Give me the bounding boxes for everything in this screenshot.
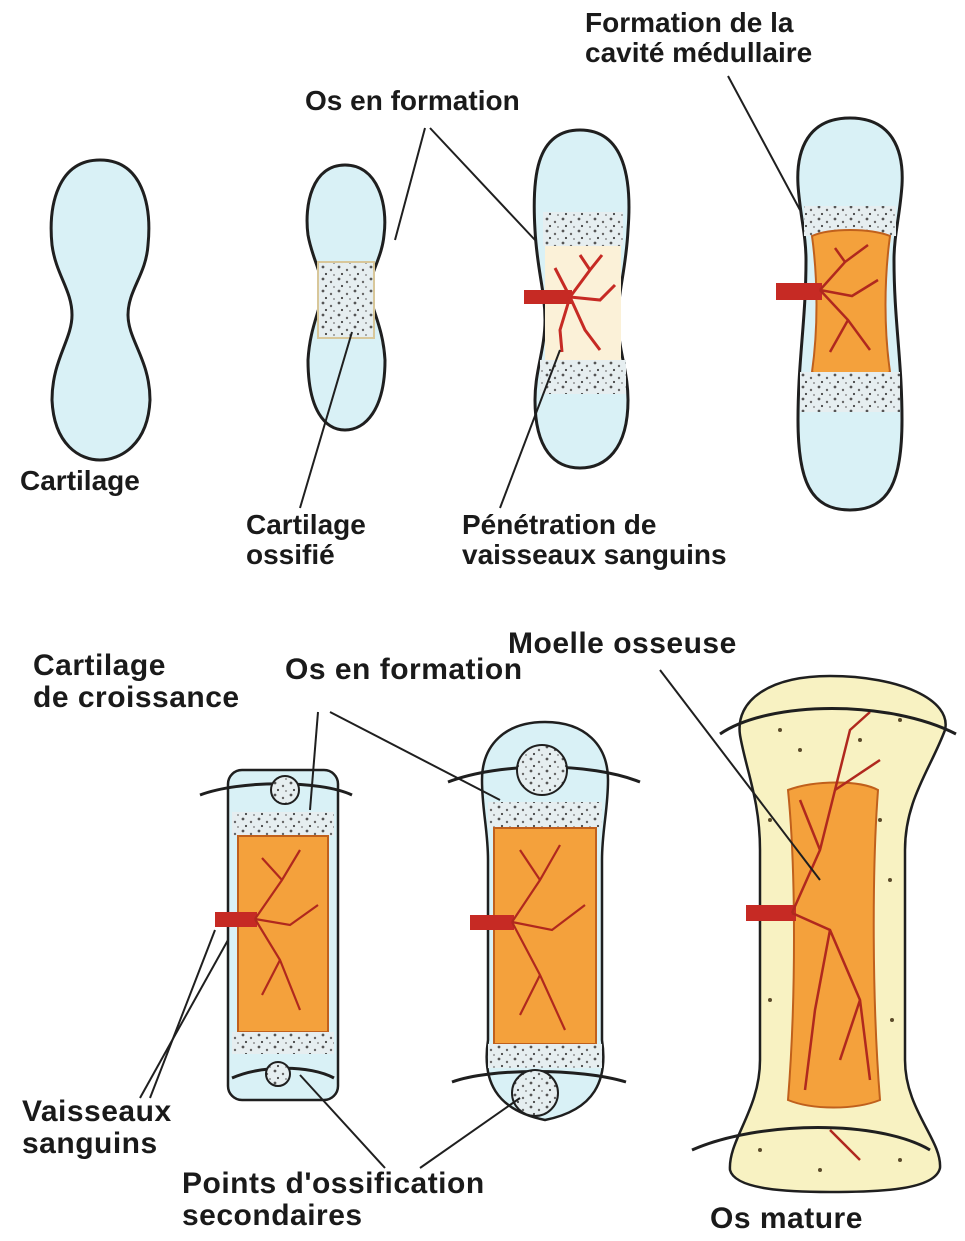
label-os-en-formation-bottom: Os en formation [285,654,523,686]
cartilage-model [51,160,150,460]
label-line: Os en formation [285,653,523,686]
label-line: Formation de la [585,8,812,38]
stage-mature-bone [692,676,956,1192]
ossification-point [517,745,567,795]
ossification-point [271,776,299,804]
label-moelle-osseuse: Moelle osseuse [508,628,737,660]
label-line: ossifié [246,540,366,570]
label-line: vaisseaux sanguins [462,540,727,570]
label-penetration-vaisseaux: Pénétration de vaisseaux sanguins [462,510,727,570]
stage-ossified-cartilage [307,165,385,430]
ossification-point [512,1070,558,1116]
label-line: secondaires [182,1200,485,1232]
label-line: Cartilage [20,465,140,496]
blood-vessel [746,905,796,921]
label-line: Os en formation [305,85,520,116]
blood-vessel [524,290,572,304]
label-os-mature: Os mature [710,1203,863,1235]
label-cartilage-ossifie: Cartilage ossifié [246,510,366,570]
label-line: Cartilage [246,510,366,540]
blood-vessel [470,915,514,930]
marrow-cavity [238,836,328,1032]
blood-vessel [776,283,822,300]
label-vaisseaux-sanguins: Vaisseaux sanguins [22,1096,172,1161]
stage-growth-cartilage [200,770,352,1100]
label-line: Cartilage [33,650,240,682]
stage-medullary-cavity [776,118,902,510]
label-cartilage-de-croissance: Cartilage de croissance [33,650,240,715]
stage-cartilage [51,160,150,460]
stage-vessel-penetration [524,130,629,468]
medullary-cavity [812,230,890,380]
label-line: cavité médullaire [585,38,812,68]
label-line: Vaisseaux [22,1096,172,1128]
label-cartilage: Cartilage [20,466,140,496]
label-line: de croissance [33,682,240,714]
label-formation-cavite-medullaire: Formation de la cavité médullaire [585,8,812,68]
marrow-cavity [494,828,596,1044]
label-line: Pénétration de [462,510,727,540]
label-line: Moelle osseuse [508,627,737,660]
label-points-ossification: Points d'ossification secondaires [182,1168,485,1233]
ossification-point [266,1062,290,1086]
blood-vessel [215,912,257,927]
label-line: Os mature [710,1202,863,1235]
label-line: sanguins [22,1128,172,1160]
stage-epiphyseal-formation [448,722,640,1120]
label-line: Points d'ossification [182,1168,485,1200]
label-os-en-formation-top: Os en formation [305,86,520,116]
ossified-collar [318,262,374,338]
